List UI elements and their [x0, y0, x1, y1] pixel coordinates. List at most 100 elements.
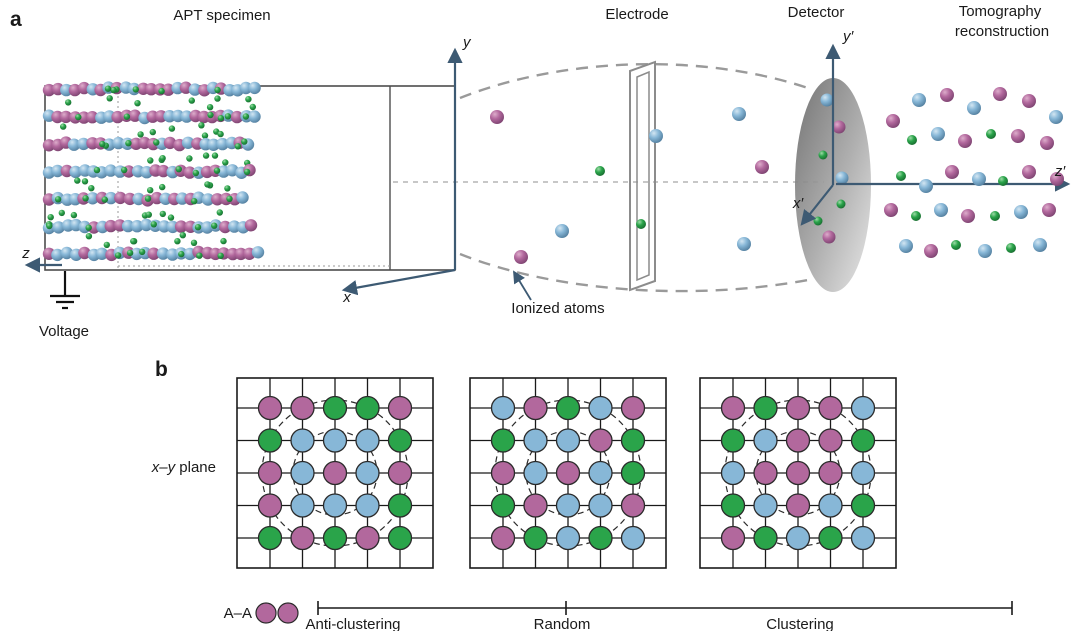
- axis-z-label: z: [21, 245, 30, 262]
- lattice-atom: [785, 493, 811, 518]
- specimen-solute-atom: [60, 123, 67, 130]
- lattice-atom: [753, 395, 778, 421]
- specimen-solute-atom: [188, 97, 195, 104]
- reconstruction-atom: [986, 129, 996, 139]
- lattice-atom: [555, 525, 581, 551]
- specimen-atom: [230, 110, 244, 124]
- specimen-atom: [216, 137, 229, 151]
- flight-atom: [636, 219, 646, 229]
- lattice-atom: [620, 428, 646, 453]
- reconstruction-atom: [958, 134, 972, 148]
- reconstruction-atom: [896, 171, 906, 181]
- reconstruction-atom: [886, 114, 900, 128]
- lattice-atom: [588, 460, 613, 486]
- specimen-solute-atom: [245, 96, 252, 103]
- flight-atom: [555, 224, 569, 238]
- specimen-atom: [130, 220, 144, 233]
- specimen-solute-atom: [211, 222, 218, 229]
- specimen-atom: [104, 191, 118, 205]
- specimen-solute-atom: [114, 252, 122, 259]
- reconstruction-atom: [899, 239, 913, 253]
- axis-x-label: x: [342, 289, 351, 306]
- specimen-solute-atom: [147, 157, 154, 164]
- axis-zprime-label: z′: [1054, 163, 1067, 180]
- xy-plane-label-italic: x–y: [151, 459, 177, 476]
- scale-label-anti-clustering: Anti-clustering: [305, 616, 400, 631]
- specimen-atom: [183, 166, 196, 179]
- reconstruction-atom: [907, 135, 917, 145]
- reconstruction-atom: [1033, 238, 1047, 252]
- specimen-solute-atom: [150, 221, 157, 228]
- specimen-solute-atom: [158, 87, 165, 95]
- specimen-atom: [95, 247, 109, 260]
- specimen-atom: [156, 247, 170, 260]
- lattice-atom: [387, 460, 413, 486]
- specimen-atom: [248, 81, 261, 95]
- lattice-atom: [555, 395, 581, 421]
- specimen-atom: [236, 191, 249, 204]
- specimen-solute-atom: [222, 159, 229, 166]
- lattice-atom: [355, 460, 380, 486]
- specimen-solute-atom: [202, 152, 210, 159]
- lattice-atom: [523, 493, 548, 518]
- reconstruction-atom: [967, 101, 981, 115]
- specimen-solute-atom: [70, 211, 78, 219]
- specimen-atom: [219, 220, 232, 234]
- axis-y-label: y: [462, 34, 472, 51]
- detector-atom: [836, 199, 846, 209]
- lattice-atom: [850, 525, 876, 551]
- specimen-atom: [60, 246, 73, 260]
- lattice-atom: [620, 525, 646, 551]
- detector-atom: [818, 150, 828, 160]
- specimen-solute-atom: [217, 252, 224, 259]
- electrode-label: Electrode: [605, 6, 668, 23]
- reconstruction-atom: [1042, 203, 1056, 217]
- specimen-solute-atom: [85, 233, 93, 240]
- specimen-solute-atom: [226, 195, 233, 202]
- panel-b-label: b: [155, 358, 168, 381]
- trajectory-bottom: [459, 252, 809, 293]
- pair-legend-label: A–A: [224, 605, 252, 622]
- specimen-solute-atom: [85, 224, 92, 231]
- detector-label: Detector: [788, 4, 845, 21]
- specimen-solute-atom: [123, 113, 131, 120]
- specimen-solute-atom: [88, 185, 95, 192]
- specimen-solute-atom: [196, 252, 203, 259]
- reconstruction-atom: [951, 240, 961, 250]
- specimen-solute-atom: [242, 113, 250, 120]
- specimen-atom: [51, 164, 64, 178]
- specimen-atom: [228, 220, 241, 233]
- reconstruction-atom: [993, 87, 1007, 101]
- specimen-solute-atom: [130, 238, 137, 245]
- specimen-solute-atom: [224, 113, 232, 120]
- specimen-solute-atom: [132, 86, 139, 93]
- lattice-clustering: [699, 377, 897, 569]
- specimen-solute-atom: [159, 210, 166, 218]
- reconstruction-atom: [972, 172, 986, 186]
- lattice-atom: [490, 395, 516, 421]
- lattice-atom: [818, 428, 843, 453]
- lattice-atom: [387, 428, 413, 453]
- xy-plane-label-rest: plane: [175, 459, 216, 476]
- specimen-solute-atom: [65, 99, 72, 106]
- lattice-atom: [850, 460, 876, 486]
- specimen-solute-atom: [168, 125, 176, 132]
- flight-atom: [649, 129, 663, 143]
- reconstruction-atom: [1022, 165, 1036, 179]
- specimen-atom: [145, 83, 158, 96]
- specimen-solute-atom: [241, 138, 248, 145]
- specimen-atom: [77, 137, 90, 151]
- lattice-atom: [387, 395, 413, 421]
- electrode-outer: [629, 60, 656, 292]
- lattice-atom: [818, 395, 843, 421]
- specimen-atom: [174, 220, 188, 233]
- flight-atom: [490, 110, 504, 124]
- specimen-solute-atom: [159, 155, 166, 162]
- lattice-atom: [720, 395, 746, 421]
- axes-group: [24, 43, 1071, 310]
- specimen-solute-atom: [139, 248, 146, 256]
- specimen-solute-atom: [178, 250, 185, 258]
- detector-atom: [835, 171, 849, 185]
- specimen-solute-atom: [46, 222, 53, 230]
- lattice-atom: [785, 460, 811, 486]
